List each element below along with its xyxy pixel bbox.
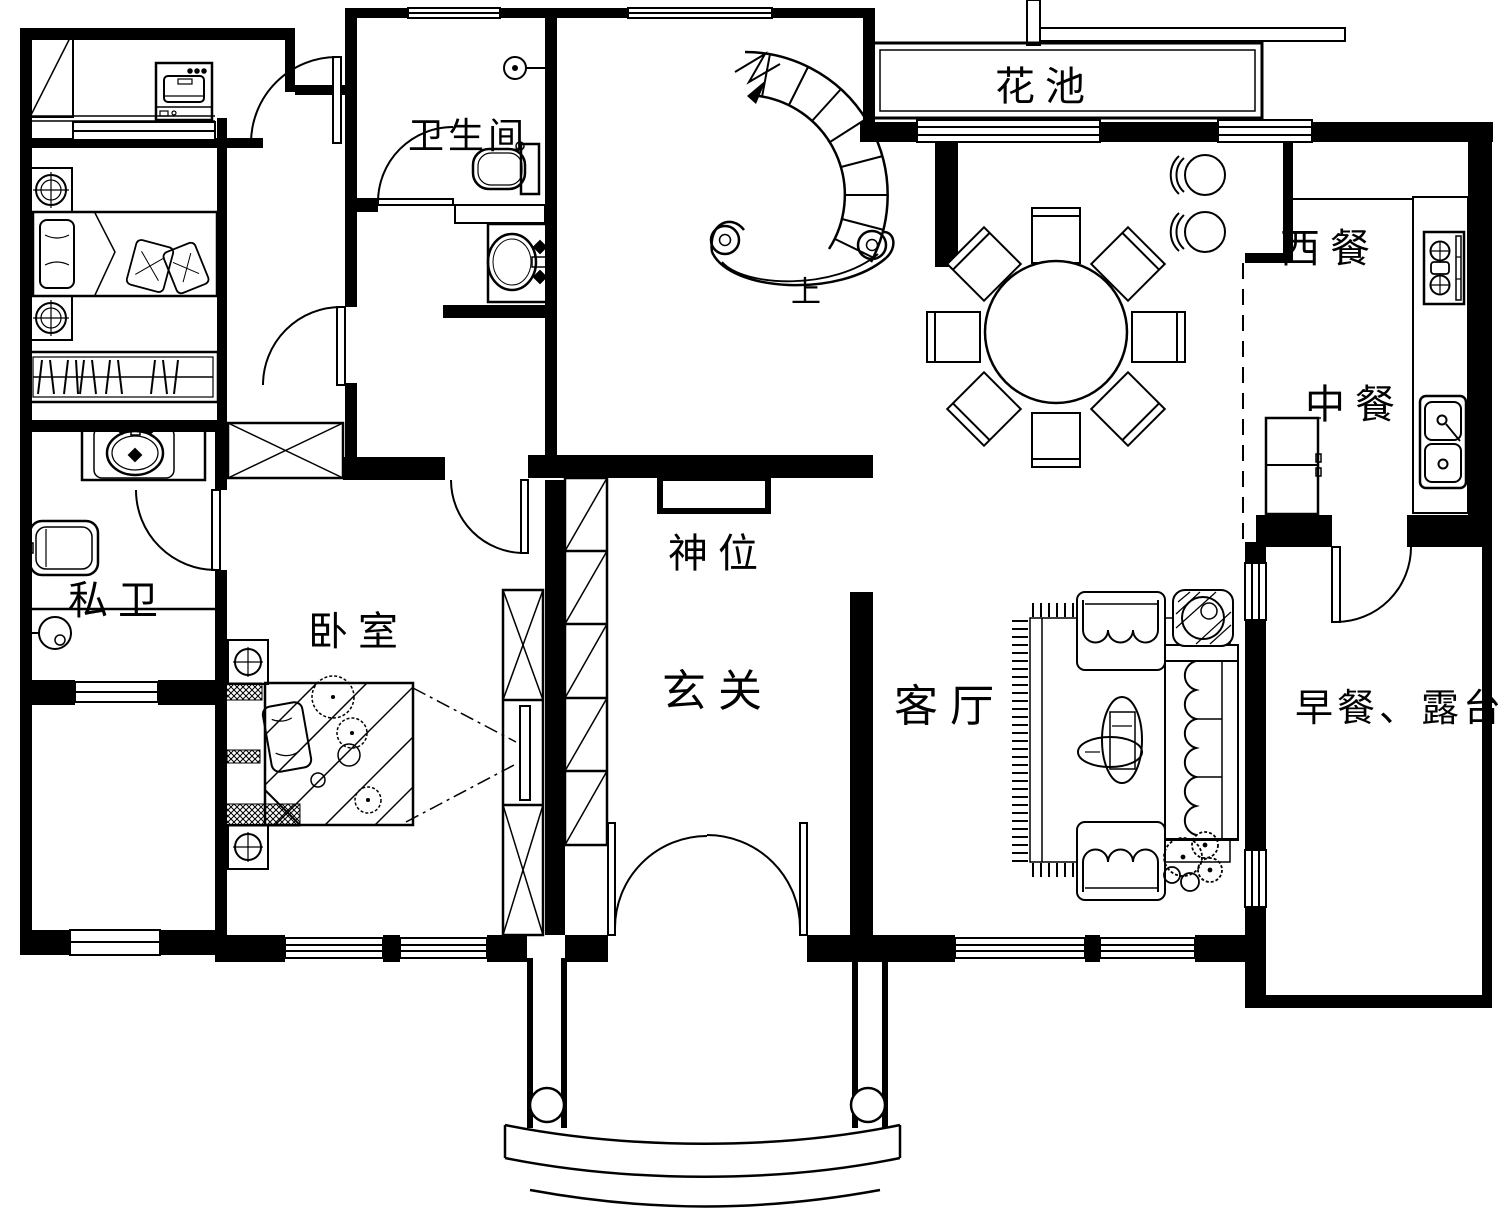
room-label-foyer: 玄关: [662, 667, 774, 716]
living-room-set: [1012, 589, 1239, 901]
sofa: [1164, 644, 1239, 841]
corner-shaft: [29, 31, 74, 118]
window: [72, 121, 216, 141]
staircase: [709, 50, 895, 287]
tv-sightline: [405, 763, 517, 823]
foyer-fixtures: [563, 475, 771, 847]
window: [284, 937, 384, 959]
bedroom-set: [225, 421, 545, 937]
window: [1099, 937, 1196, 959]
room-label-living-room: 客厅: [894, 682, 1006, 731]
window: [1244, 849, 1267, 908]
nightstand: [227, 639, 269, 685]
room-label-shrine: 神位: [668, 532, 768, 576]
window: [74, 681, 159, 703]
stool: [1169, 154, 1226, 196]
dining-chair: [945, 370, 1023, 448]
room-label-private-bath: 私卫: [68, 579, 168, 623]
dining-chair: [945, 225, 1023, 303]
floor-plant: [1163, 831, 1223, 892]
column: [849, 1086, 887, 1124]
stair-arrow-icon: [747, 80, 766, 104]
dining-chair: [1031, 207, 1081, 264]
bathroom-fixtures: [454, 56, 550, 304]
window: [407, 7, 501, 19]
walls: [20, 8, 1493, 1008]
entry-steps: [503, 1123, 902, 1208]
bookshelf: [26, 350, 220, 404]
doors: [135, 56, 1412, 936]
dining-chair: [1089, 225, 1167, 303]
stairs-up-label: 上: [791, 276, 821, 309]
pillow: [261, 701, 313, 773]
foyer-cabinet: [563, 476, 609, 847]
vanity-sink: [80, 420, 207, 482]
tv-sightline: [412, 687, 517, 743]
kitchen-counter: [1412, 196, 1469, 514]
bed-decor: [310, 675, 382, 814]
dining-chair: [1131, 311, 1186, 363]
room-label-flower-bed: 花池: [995, 65, 1095, 109]
window: [1217, 119, 1313, 143]
refrigerator: [1264, 416, 1322, 516]
windows: [69, 7, 1313, 959]
room-label-chinese-dining: 中餐: [1305, 383, 1405, 427]
dining-table: [983, 259, 1129, 405]
plant-table: [1172, 589, 1234, 647]
dining-chair: [926, 311, 981, 363]
private-bath-fixtures: [20, 420, 215, 650]
room-label-breakfast-terrace: 早餐、露台: [1295, 688, 1500, 730]
flower-bed: [871, 0, 1346, 120]
shrine-niche: [657, 475, 771, 514]
door-terrace: [1331, 546, 1412, 623]
bed: [31, 210, 219, 298]
stool: [1169, 211, 1226, 253]
door-bathroom: [377, 126, 454, 206]
door-private-bath: [135, 489, 221, 571]
window: [69, 929, 161, 956]
armchair: [1076, 591, 1166, 671]
porch: [503, 958, 902, 1208]
door-hall: [262, 306, 346, 386]
room-label-bedroom: 卧室: [308, 610, 408, 654]
dining-chair: [1089, 370, 1167, 448]
nightstand: [29, 167, 73, 213]
kitchen: [1242, 196, 1469, 540]
upper-bedroom-set: [26, 31, 220, 404]
bathtub: [26, 519, 100, 577]
armchair: [1076, 821, 1166, 901]
toilet-drain: [20, 616, 72, 650]
toilet: [471, 141, 541, 196]
entrance-double-door: [607, 822, 808, 936]
shoe-cabinet: [226, 421, 345, 480]
coffee-table: [1077, 696, 1143, 784]
washing-machine: [154, 61, 214, 122]
window: [916, 119, 1101, 143]
nightstand: [29, 295, 73, 341]
bath-vanity: [486, 222, 550, 304]
window: [399, 937, 488, 959]
door-upper-bedroom: [250, 56, 342, 144]
stair-break-line: [734, 51, 781, 85]
stair-scrolls: [709, 220, 895, 287]
room-label-bathroom: 卫生间: [408, 115, 528, 156]
door-bedroom: [450, 479, 529, 554]
nightstand: [227, 824, 269, 870]
window: [954, 937, 1086, 959]
dining-set: [926, 154, 1226, 468]
room-labels: 卫生间 花池 西餐 中餐 上 私卫 卧室 神位 玄关 客厅 早餐、露台: [68, 65, 1500, 731]
window: [1244, 562, 1267, 621]
window: [627, 7, 773, 19]
column: [528, 1086, 566, 1124]
dining-chair: [1031, 412, 1081, 468]
tv-panel: [519, 705, 531, 801]
stove: [1422, 230, 1466, 306]
wardrobe-tv-unit: [501, 588, 545, 937]
room-label-western-dining: 西餐: [1280, 227, 1380, 271]
stair-treads: [761, 53, 888, 259]
bath-shelf: [454, 204, 546, 224]
shower-head: [503, 56, 545, 80]
kitchen-sink: [1418, 394, 1468, 490]
